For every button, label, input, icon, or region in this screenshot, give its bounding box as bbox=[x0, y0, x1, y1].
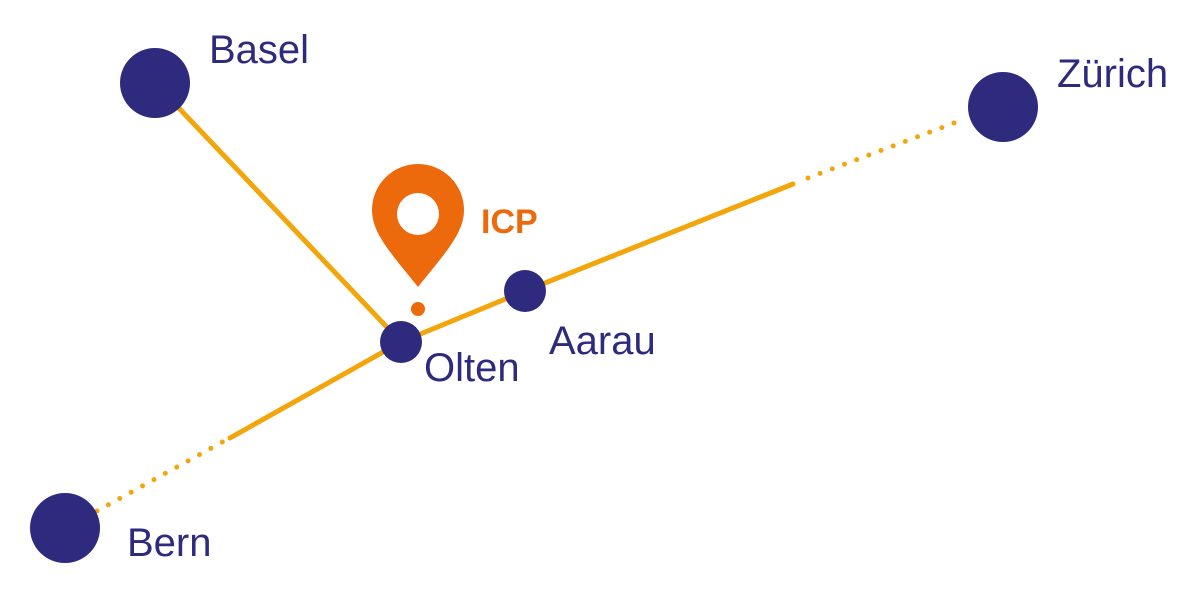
city-label-bern: Bern bbox=[127, 521, 212, 565]
rail-bern-dotted bbox=[94, 437, 229, 514]
city-label-basel: Basel bbox=[209, 28, 309, 72]
city-node-olten[interactable] bbox=[380, 321, 422, 363]
marker-point-dot bbox=[411, 302, 425, 316]
city-label-aarau: Aarau bbox=[549, 319, 656, 363]
rail-olten-aarau bbox=[398, 288, 528, 345]
rail-zurich-dotted bbox=[805, 117, 965, 181]
rail-aarau-zurich bbox=[522, 181, 796, 294]
city-node-zurich[interactable] bbox=[968, 72, 1038, 142]
city-label-olten: Olten bbox=[424, 346, 520, 390]
marker-label: ICP bbox=[481, 203, 538, 241]
city-label-zurich: Zürich bbox=[1057, 52, 1168, 96]
icp-marker[interactable]: ICP bbox=[372, 164, 538, 316]
rail-lines bbox=[94, 80, 965, 514]
city-labels: Basel Zürich Olten Aarau Bern bbox=[127, 28, 1168, 565]
city-node-basel[interactable] bbox=[120, 48, 190, 118]
city-nodes bbox=[30, 48, 1038, 563]
city-node-aarau[interactable] bbox=[504, 270, 546, 312]
rail-bern-olten bbox=[227, 339, 404, 441]
map-pin-icon bbox=[372, 164, 464, 287]
city-node-bern[interactable] bbox=[30, 493, 100, 563]
rail-basel-olten bbox=[152, 80, 404, 345]
